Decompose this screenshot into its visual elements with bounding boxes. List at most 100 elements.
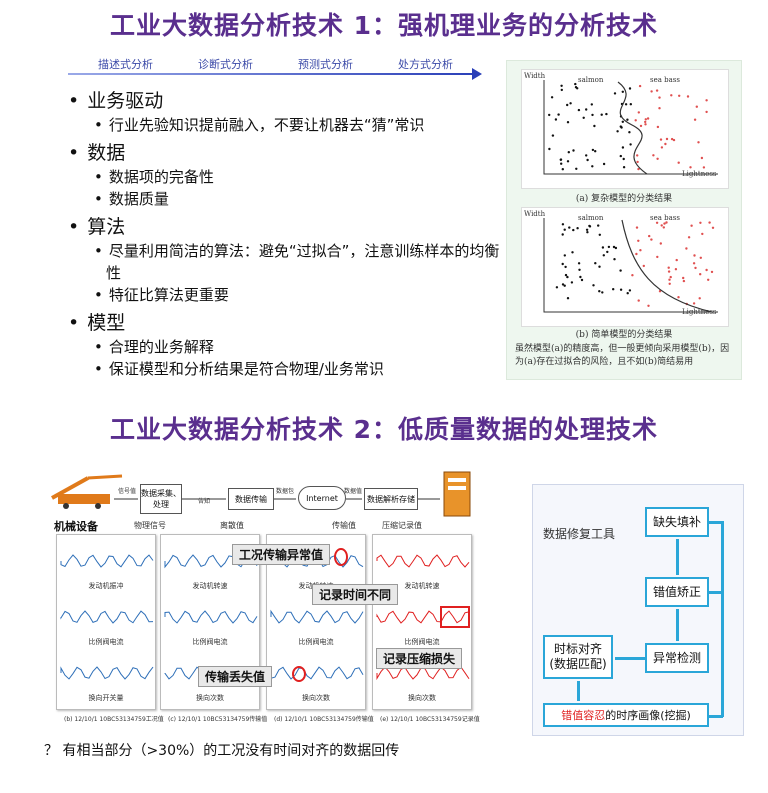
scatter-point: [644, 120, 647, 124]
box-time-align: 时标对齐 (数据匹配): [543, 635, 613, 679]
footnote: ？ 有相当部分（>30%）的工况没有时间对齐的数据回传: [44, 743, 400, 759]
compression-box: [440, 606, 470, 628]
signal-label: 换向次数: [196, 694, 224, 702]
scatter-point: [678, 94, 681, 97]
scatter-point: [563, 254, 566, 257]
scatter-point: [616, 130, 619, 133]
scatter-point: [647, 304, 650, 307]
scatter-point: [659, 138, 663, 141]
panel-caption: (b) 12/10/1 10BC53134759工况值: [64, 716, 164, 723]
scatter-point: [555, 286, 559, 289]
signal-trace: [60, 554, 154, 568]
scatter-point: [667, 270, 671, 273]
plot-b-xlabel: Lightness: [682, 308, 717, 316]
scatter-point: [560, 84, 563, 87]
scatter-point: [602, 254, 605, 257]
scatter-point: [675, 258, 678, 262]
signal-trace: [270, 609, 364, 624]
scatter-point: [656, 255, 659, 259]
repair-tool-diagram: 数据修复工具 缺失填补 错值矫正 异常检测 时标对齐 (数据匹配) 错值容忍的时…: [532, 484, 744, 736]
scatter-point: [622, 166, 626, 169]
scatter-point: [668, 282, 671, 285]
scatter-point: [652, 154, 655, 157]
loss-circle: [292, 666, 306, 682]
box-profile: 错值容忍的时序画像(挖掘): [543, 703, 709, 727]
scatter-point: [639, 124, 643, 128]
scatter-point: [563, 228, 566, 231]
box-missing-fill: 缺失填补: [645, 507, 709, 537]
scatter-point: [697, 141, 700, 144]
flow-label: 物理信号: [134, 521, 166, 530]
scatter-point: [614, 246, 618, 250]
bullet-business: 业务驱动: [68, 88, 508, 114]
scatter-point: [564, 265, 567, 269]
overfitting-figure: Width salmon sea bass Lightness (a) 复杂模型…: [506, 60, 742, 380]
arrow-loop: [721, 521, 724, 717]
flow-label: 信号值: [118, 488, 137, 495]
panel-caption: (d) 12/10/1 10BC53134759传输值: [274, 716, 374, 723]
signal-label: 比例阀电流: [298, 638, 334, 646]
scatter-point: [631, 274, 634, 277]
scatter-point: [655, 89, 659, 92]
analysis-stages: 描述式分析 诊断式分析 预测式分析 处方式分析: [68, 56, 488, 80]
scatter-point: [635, 252, 638, 256]
scatter-point: [554, 118, 558, 121]
scatter-point: [656, 157, 659, 160]
arrow-right: [615, 657, 645, 660]
scatter-point: [646, 117, 650, 120]
scatter-point: [561, 223, 565, 226]
scatter-point: [637, 299, 640, 302]
sub-bullet: 行业先验知识提前融入，不要让机器去“猜”常识: [82, 114, 508, 136]
scatter-point: [677, 161, 680, 164]
scatter-point: [590, 103, 593, 106]
scatter-point: [566, 160, 570, 163]
scatter-point: [658, 107, 661, 110]
stage-descriptive: 描述式分析: [98, 58, 153, 71]
signal-label: 比例阀电流: [192, 638, 228, 646]
scatter-point: [580, 278, 584, 282]
scatter-point: [585, 108, 588, 111]
signal-panel: 发动机转速比例阀电流换向次数: [372, 534, 472, 710]
scatter-point: [621, 146, 625, 149]
tag-time-mismatch: 记录时间不同: [312, 584, 399, 605]
scatter-point: [619, 269, 622, 272]
scatter-point: [677, 296, 680, 299]
scatter-point: [687, 236, 691, 239]
repair-title: 数据修复工具: [543, 527, 616, 541]
scatter-point: [601, 246, 605, 249]
plot-a-class2: sea bass: [650, 76, 680, 84]
scatter-point: [635, 226, 639, 229]
scatter-point: [588, 224, 591, 228]
scatter-point: [705, 99, 708, 102]
scatter-point: [637, 239, 640, 242]
signal-trace: [164, 610, 258, 624]
scatter-point: [575, 167, 578, 170]
scatter-point: [639, 249, 642, 252]
scatter-point: [701, 232, 704, 236]
sub-bullet: 数据项的完备性: [82, 166, 508, 188]
signal-label: 发动机转速: [404, 582, 440, 590]
arrow-up-1: [676, 539, 679, 575]
flow-arrows: [114, 498, 440, 500]
scatter-point: [598, 290, 601, 293]
scatter-point: [592, 284, 595, 287]
scatter-point: [656, 125, 660, 129]
section2-title: 工业大数据分析技术 2：低质量数据的处理技术: [109, 415, 659, 444]
scatter-point: [707, 278, 710, 281]
bullet-data: 数据: [68, 140, 508, 166]
scatter-point: [548, 147, 551, 151]
scatter-point: [598, 265, 601, 268]
scatter-point: [699, 221, 702, 224]
signal-panel: 发动机振冲比例阀电流换向开关量: [56, 534, 156, 710]
scatter-point: [665, 221, 668, 224]
sub-bullet: 保证模型和分析结果是符合物理/业务常识: [82, 358, 508, 380]
signal-line: [164, 610, 258, 624]
scatter-point: [591, 165, 594, 168]
scatter-point: [619, 288, 623, 291]
scatter-point: [593, 124, 596, 128]
plot-a-ylabel: Width: [524, 72, 546, 80]
stage-arrow-icon: [472, 68, 482, 80]
arrow-loop-top: [709, 521, 723, 524]
plot-b-svg: [543, 218, 718, 313]
parse-box: 数据解析存储: [364, 488, 418, 510]
